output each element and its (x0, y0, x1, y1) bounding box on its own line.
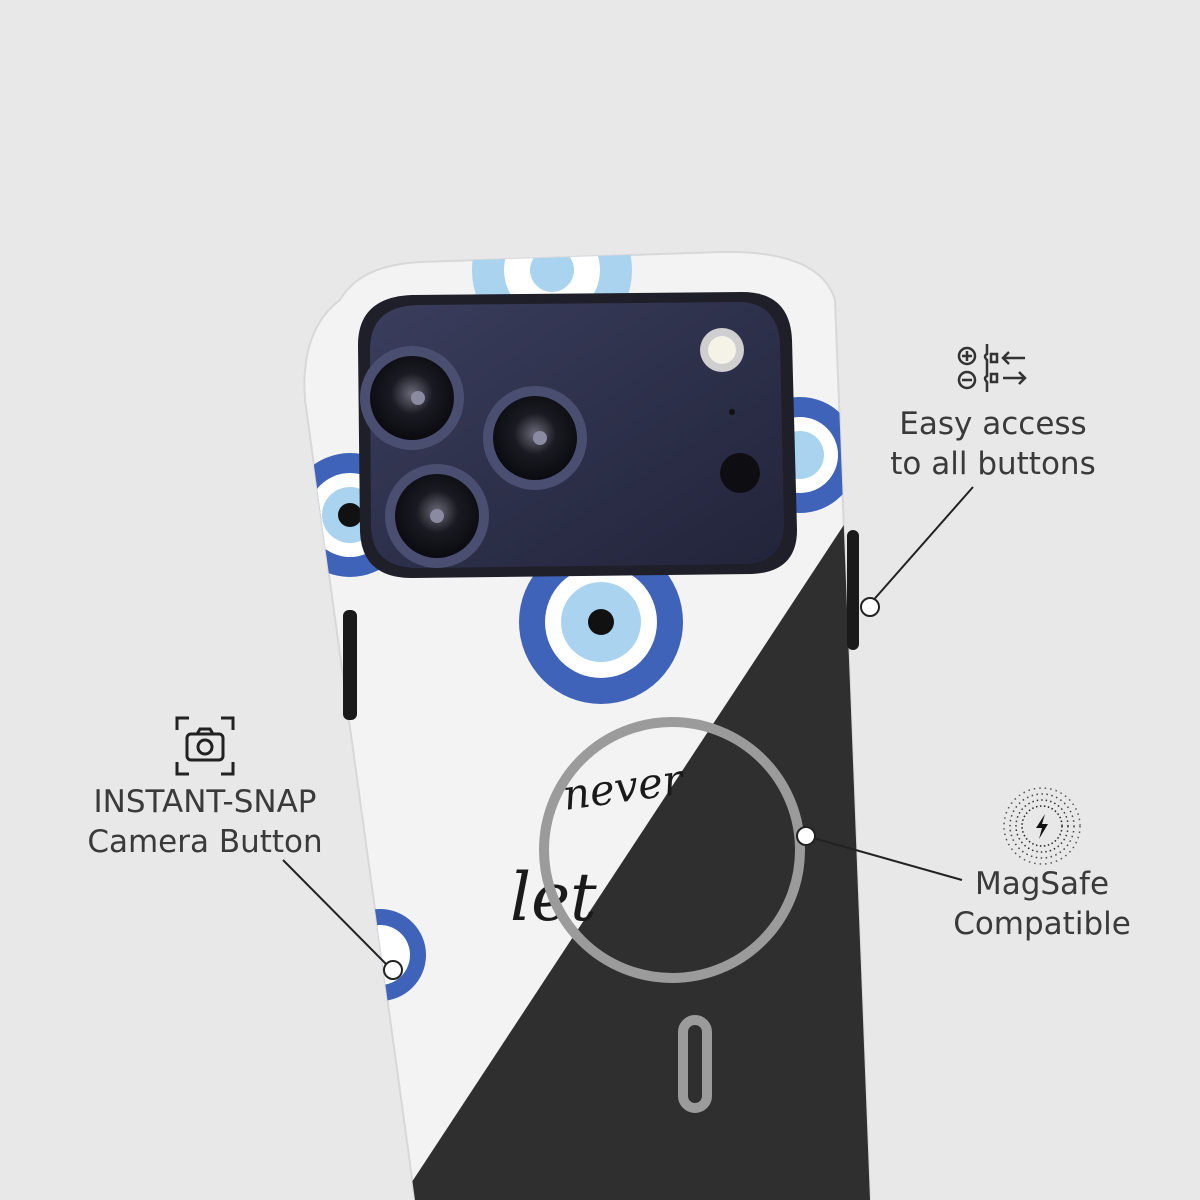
magsafe-ring (539, 717, 805, 983)
callout-buttons-line1: Easy access (899, 406, 1087, 442)
callout-magsafe-line2: Compatible (953, 906, 1131, 942)
case-black-panel (400, 470, 870, 1200)
camera-flash (700, 328, 744, 372)
callout-lines (282, 486, 974, 971)
callout-dot-buttons (860, 597, 880, 617)
wireless-charging-icon (1003, 787, 1081, 865)
camera-lidar (720, 453, 760, 493)
callout-buttons: Easy access to all buttons (868, 340, 1118, 484)
camera-lens-right (483, 386, 587, 490)
evil-eye-center (519, 540, 683, 704)
button-access-icon (957, 344, 1027, 392)
camera-microphone (729, 409, 735, 415)
camera-lens-top (360, 346, 464, 450)
callout-dot-camera (383, 960, 403, 980)
magsafe-alignment-mark (678, 1015, 712, 1113)
callout-camera-line1: INSTANT-SNAP (93, 784, 317, 820)
callout-magsafe: MagSafe Compatible (930, 784, 1154, 944)
evil-eye-bottom-left (334, 909, 426, 1001)
callout-camera-line2: Camera Button (87, 824, 323, 860)
callout-magsafe-line1: MagSafe (974, 866, 1110, 902)
camera-module (358, 292, 797, 578)
camera-lens-bottom (385, 464, 489, 568)
callout-camera: INSTANT-SNAP Camera Button (50, 716, 360, 862)
callout-dot-magsafe (796, 826, 816, 846)
side-button-left (343, 610, 357, 720)
camera-icon (175, 716, 235, 776)
callout-buttons-line2: to all buttons (890, 446, 1096, 482)
side-button-right (847, 530, 859, 650)
